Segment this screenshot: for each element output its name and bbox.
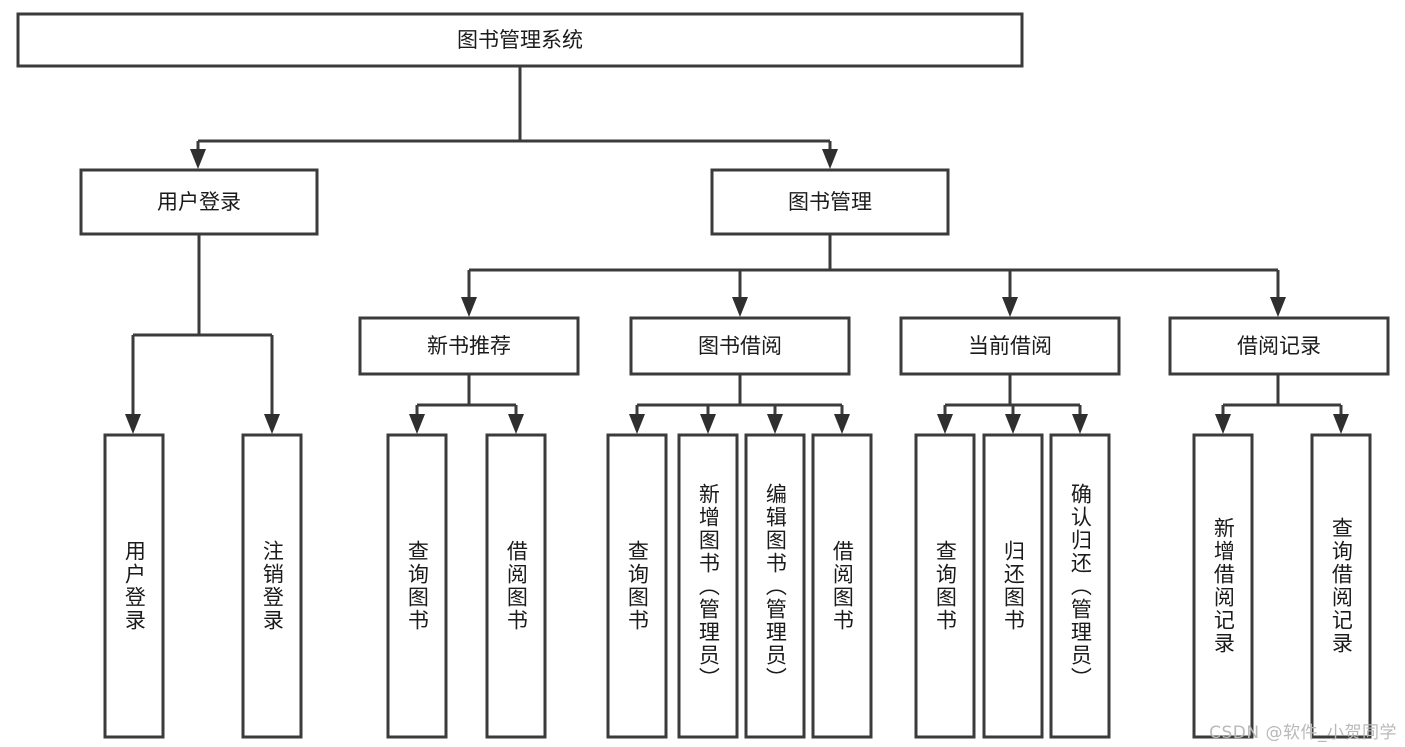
node-label-new-book-rec: 新书推荐: [427, 334, 511, 358]
connector-book-manage-to-current-borrow: [828, 234, 1018, 317]
node-label-user-login: 用户登录: [157, 190, 241, 214]
connector-borrow-record-to-leaf-query-borrow-record: [1276, 374, 1349, 434]
node-box-new-book-rec[interactable]: [358, 316, 580, 376]
node-box-leaf-confirm-return-admin[interactable]: [1049, 433, 1111, 739]
connector-current-borrow-to-leaf-confirm-return-admin: [1008, 374, 1088, 434]
node-label-current-borrow: 当前借阅: [968, 334, 1052, 358]
node-box-user-login[interactable]: [79, 168, 319, 236]
node-box-book-manage[interactable]: [710, 168, 950, 236]
node-label-borrow-record: 借阅记录: [1237, 334, 1321, 358]
node-box-leaf-borrow-book-rec[interactable]: [485, 433, 547, 739]
node-label-book-manage: 图书管理: [788, 190, 872, 214]
connector-current-borrow-to-leaf-query-book-cur: [937, 374, 1012, 434]
node-box-leaf-query-borrow-record[interactable]: [1310, 433, 1372, 739]
node-box-leaf-return-book[interactable]: [982, 433, 1044, 739]
node-box-leaf-edit-book-admin[interactable]: [744, 433, 806, 739]
node-box-leaf-borrow-book[interactable]: [811, 433, 873, 739]
node-box-leaf-user-login[interactable]: [103, 433, 165, 739]
node-box-leaf-query-book-rec[interactable]: [386, 433, 448, 739]
connector-root-to-user-login: [190, 66, 522, 169]
node-label-book-borrow: 图书借阅: [698, 334, 782, 358]
connector-new-book-rec-to-leaf-query-book-rec: [409, 374, 471, 434]
node-label-root: 图书管理系统: [457, 28, 583, 52]
node-box-leaf-add-book-admin[interactable]: [677, 433, 739, 739]
watermark-text: CSDN @软件_小贺同学: [1209, 723, 1397, 743]
connector-root-to-book-manage: [518, 66, 838, 169]
connectors-layer: [125, 66, 1349, 434]
connector-book-manage-to-book-borrow: [732, 234, 832, 317]
node-box-book-borrow[interactable]: [629, 316, 851, 376]
connector-borrow-record-to-leaf-add-borrow-record: [1215, 374, 1280, 434]
node-box-current-borrow[interactable]: [899, 316, 1121, 376]
connector-book-manage-to-new-book-rec: [461, 234, 832, 317]
node-box-leaf-user-logout[interactable]: [241, 433, 303, 739]
node-box-root[interactable]: [16, 12, 1024, 68]
boxes-layer: [16, 12, 1390, 739]
node-box-leaf-query-book-borrow[interactable]: [606, 433, 668, 739]
connector-user-login-to-leaf-user-logout: [197, 234, 280, 434]
node-box-borrow-record[interactable]: [1168, 316, 1390, 376]
connector-book-manage-to-borrow-record: [828, 234, 1286, 317]
connector-book-borrow-to-leaf-borrow-book: [738, 374, 850, 434]
connector-new-book-rec-to-leaf-borrow-book-rec: [467, 374, 524, 434]
node-box-leaf-add-borrow-record[interactable]: [1192, 433, 1254, 739]
node-box-leaf-query-book-cur[interactable]: [914, 433, 976, 739]
connector-user-login-to-leaf-user-login: [125, 234, 201, 434]
